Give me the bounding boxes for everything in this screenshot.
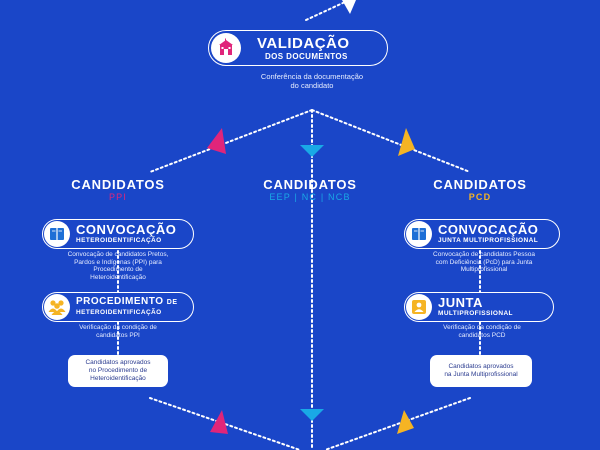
validation-desc: Conferência da documentação do candidato (260, 72, 364, 90)
eep-column-sub: EEP | NC | NCB (269, 192, 351, 202)
validation-title: VALIDAÇÃO (257, 35, 350, 52)
person-badge-icon (406, 294, 432, 320)
book-icon (44, 221, 70, 247)
pcd-junta-desc: Verificação da condição de candidatos PC… (443, 324, 521, 339)
ppi-procedimento-pill: PROCEDIMENTO DE HETEROIDENTIFICAÇÃO (42, 292, 194, 322)
arrow-bottom-yellow (397, 410, 414, 434)
school-icon (211, 33, 241, 63)
validation-pill: VALIDAÇÃO DOS DOCUMENTOS (208, 30, 388, 66)
arrow-eep-blue (300, 145, 324, 157)
pcd-junta-subtitle: MULTIPROFISSIONAL (438, 310, 513, 317)
ppi-procedimento-desc: Verificação da condição de candidatos PP… (79, 324, 157, 339)
arrow-pcd-yellow (398, 128, 415, 156)
ppi-convocacao-desc: Convocação de candidatos Pretos, Pardos … (67, 251, 169, 281)
pcd-result-box: Candidatos aprovados na Junta Multiprofi… (430, 355, 532, 387)
pcd-column-sub: PCD (468, 192, 492, 202)
pcd-convocacao-desc: Convocação de candidatos Pessoa com Defi… (433, 251, 535, 274)
eep-column-head: CANDIDATOS (263, 177, 357, 192)
pcd-junta-title: JUNTA (438, 295, 483, 310)
connector-fan-right (311, 109, 471, 173)
arrow-top-white (342, 0, 356, 14)
connector-top (305, 1, 346, 21)
arrow-bottom-blue (300, 409, 324, 421)
connector-converge-right (324, 397, 471, 450)
pcd-convocacao-subtitle: JUNTA MULTIPROFISSIONAL (438, 237, 539, 244)
group-icon (44, 294, 70, 320)
validation-subtitle: DOS DOCUMENTOS (265, 52, 348, 61)
pcd-convocacao-pill: CONVOCAÇÃO JUNTA MULTIPROFISSIONAL (404, 219, 560, 249)
ppi-column-sub: PPI (108, 192, 128, 202)
pcd-junta-pill: JUNTA MULTIPROFISSIONAL (404, 292, 554, 322)
ppi-convocacao-title: CONVOCAÇÃO (76, 222, 177, 237)
ppi-procedimento-title: PROCEDIMENTO DE (76, 296, 178, 307)
pcd-convocacao-title: CONVOCAÇÃO (438, 222, 539, 237)
pcd-column-head: CANDIDATOS (433, 177, 527, 192)
ppi-result-box: Candidatos aprovados no Procedimento de … (68, 355, 168, 387)
book-icon (406, 221, 432, 247)
connector-fan-left (149, 109, 313, 173)
ppi-convocacao-pill: CONVOCAÇÃO HETEROIDENTIFICAÇÃO (42, 219, 194, 249)
ppi-column-head: CANDIDATOS (71, 177, 165, 192)
ppi-convocacao-subtitle: HETEROIDENTIFICAÇÃO (76, 237, 162, 244)
arrow-bottom-pink (210, 410, 228, 434)
ppi-procedimento-subtitle: HETEROIDENTIFICAÇÃO (76, 309, 162, 316)
arrow-ppi-pink (207, 128, 226, 154)
